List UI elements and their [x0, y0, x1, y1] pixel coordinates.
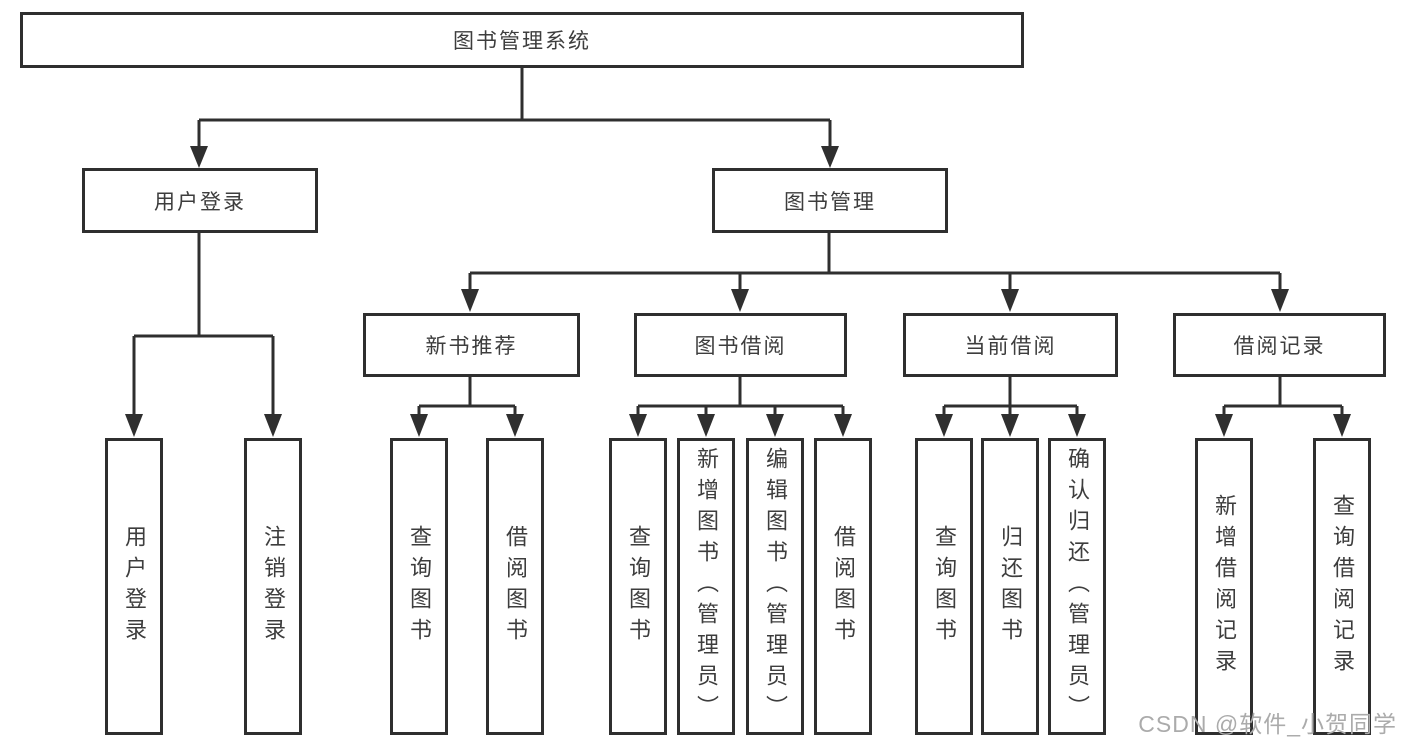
arrow-down-icon [1001, 289, 1019, 312]
arrow-down-icon [731, 289, 749, 312]
node-user-login-branch: 用户登录 [82, 168, 318, 233]
leaf-borrow-books-recommend: 借阅图书 [486, 438, 544, 735]
arrow-down-icon [506, 414, 524, 437]
node-borrowing-records: 借阅记录 [1173, 313, 1386, 377]
node-label: 查询图书 [626, 524, 651, 649]
leaf-query-books-current: 查询图书 [915, 438, 973, 735]
node-label: 编辑图书（管理员） [763, 447, 788, 726]
node-root-system: 图书管理系统 [20, 12, 1024, 68]
node-label: 新增图书（管理员） [694, 447, 719, 726]
leaf-query-borrow-record: 查询借阅记录 [1313, 438, 1371, 735]
arrow-down-icon [834, 414, 852, 437]
arrow-down-icon [629, 414, 647, 437]
node-label: 新书推荐 [425, 335, 518, 358]
node-new-book-recommend: 新书推荐 [363, 313, 580, 377]
leaf-add-borrow-record: 新增借阅记录 [1195, 438, 1253, 735]
arrow-down-icon [821, 146, 839, 168]
arrow-down-icon [697, 414, 715, 437]
node-label: 图书管理 [784, 190, 876, 214]
csdn-watermark: CSDN @软件_小贺同学 [1138, 711, 1397, 737]
arrow-down-icon [264, 414, 282, 437]
arrow-down-icon [1271, 289, 1289, 312]
arrow-down-icon [410, 414, 428, 437]
arrow-down-icon [1068, 414, 1086, 437]
node-label: 确认归还（管理员） [1065, 447, 1090, 726]
leaf-user-login: 用户登录 [105, 438, 163, 735]
arrow-down-icon [766, 414, 784, 437]
node-book-borrowing: 图书借阅 [634, 313, 847, 377]
leaf-confirm-return-admin: 确认归还（管理员） [1048, 438, 1106, 735]
node-label: 注销登录 [261, 524, 286, 649]
node-label: 用户登录 [122, 524, 147, 649]
arrow-down-icon [1001, 414, 1019, 437]
node-label: 图书管理系统 [453, 30, 591, 53]
leaf-add-book-admin: 新增图书（管理员） [677, 438, 735, 735]
arrow-down-icon [935, 414, 953, 437]
node-label: 借阅记录 [1233, 335, 1326, 358]
arrow-down-icon [1333, 414, 1351, 437]
node-current-borrowing: 当前借阅 [903, 313, 1118, 377]
node-label: 当前借阅 [964, 335, 1057, 358]
node-label: 查询图书 [407, 524, 432, 649]
leaf-edit-book-admin: 编辑图书（管理员） [746, 438, 804, 735]
leaf-query-books-recommend: 查询图书 [390, 438, 448, 735]
node-label: 用户登录 [154, 190, 246, 214]
arrow-down-icon [190, 146, 208, 168]
arrow-down-icon [461, 289, 479, 312]
node-label: 图书借阅 [694, 335, 787, 358]
leaf-borrow-books-borrowing: 借阅图书 [814, 438, 872, 735]
node-label: 借阅图书 [503, 524, 528, 649]
node-label: 新增借阅记录 [1212, 493, 1237, 680]
arrow-down-icon [1215, 414, 1233, 437]
leaf-logout: 注销登录 [244, 438, 302, 735]
node-label: 查询借阅记录 [1330, 493, 1355, 680]
node-book-management-branch: 图书管理 [712, 168, 948, 233]
arrow-down-icon [125, 414, 143, 437]
node-label: 借阅图书 [831, 524, 856, 649]
node-label: 查询图书 [932, 524, 957, 649]
leaf-return-book: 归还图书 [981, 438, 1039, 735]
leaf-query-books-borrowing: 查询图书 [609, 438, 667, 735]
node-label: 归还图书 [998, 524, 1023, 649]
